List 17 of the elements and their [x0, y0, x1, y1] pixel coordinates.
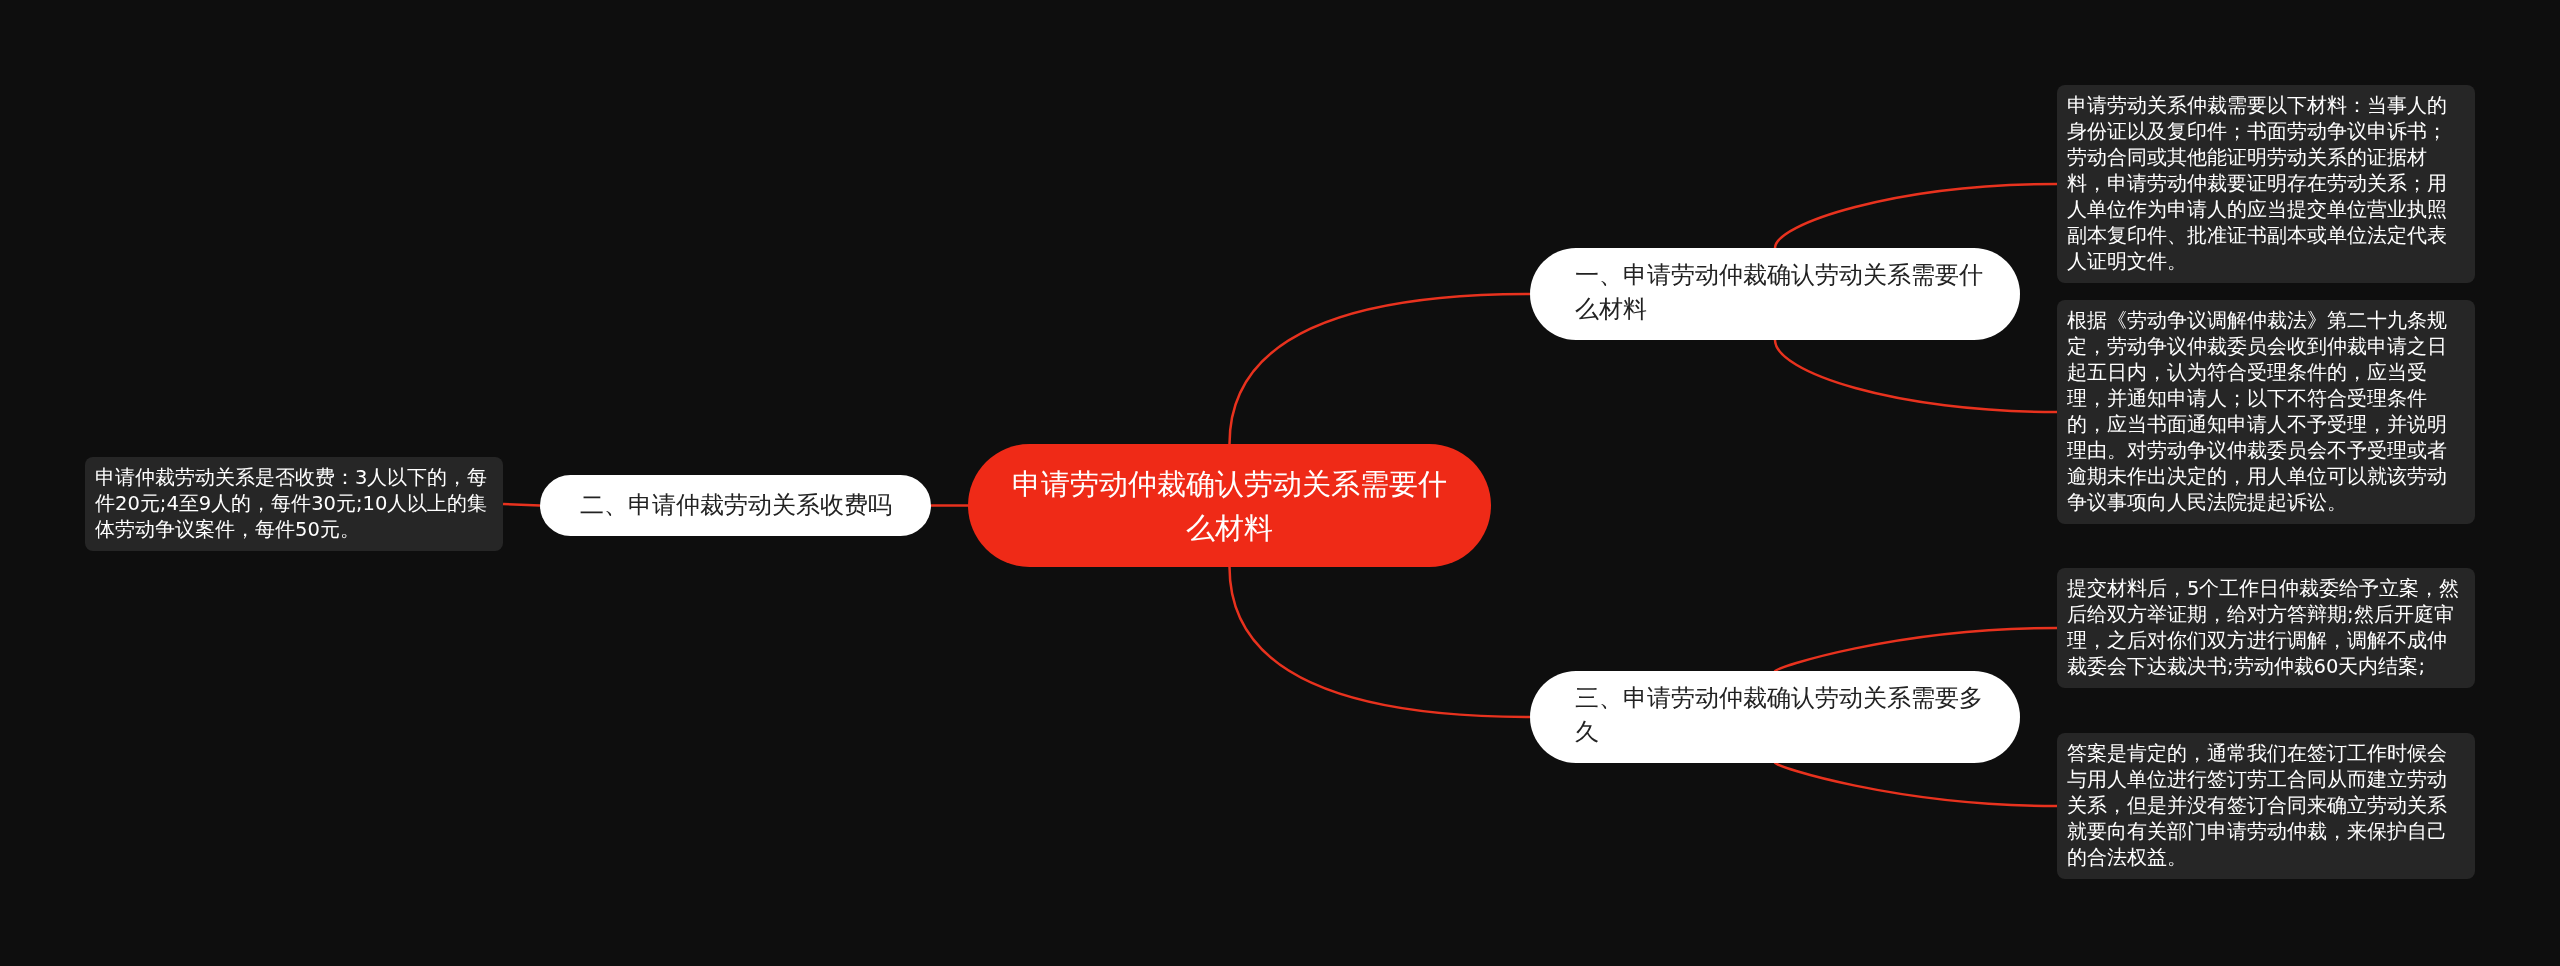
topic-bubble: 二、申请仲裁劳动关系收费吗: [540, 475, 931, 536]
note-card: 申请劳动关系仲裁需要以下材料：当事人的身份证以及复印件；书面劳动争议申诉书；劳动合同或其他能证明劳动关系的证据材料，申请劳动仲裁要证明存在劳动关系；用人单位作为申请人的应当提交单位营业执照副本复印件、批准证书副本或单位法定代表人证明文件。: [2057, 85, 2475, 283]
connector-line: [1773, 339, 2058, 414]
central-topic-bubble: 申请劳动仲裁确认劳动关系需要什么材料: [968, 444, 1491, 567]
note-card: 申请仲裁劳动关系是否收费：3人以下的，每件20元;4至9人的，每件30元;10人以上的集体劳动争议案件，每件50元。: [85, 457, 503, 551]
note-card: 答案是肯定的，通常我们在签订工作时候会与用人单位进行签订劳工合同从而建立劳动关系，但是并没有签订合同来确立劳动关系就要向有关部门申请劳动仲裁，来保护自己的合法权益。: [2057, 733, 2475, 879]
connector-line: [931, 504, 968, 507]
note-card: 提交材料后，5个工作日仲裁委给予立案，然后给双方举证期，给对方答辩期;然后开庭审理，之后对你们双方进行调解，调解不成仲裁委会下达裁决书;劳动仲裁60天内结案;: [2057, 568, 2475, 688]
connector-line: [502, 502, 541, 507]
connector-line: [1228, 566, 1531, 719]
connector-line: [1228, 292, 1531, 445]
note-card: 根据《劳动争议调解仲裁法》第二十九条规定，劳动争议仲裁委员会收到仲裁申请之日起五日内，认为符合受理条件的，应当受理，并通知申请人；以下不符合受理条件的，应当书面通知申请人不予受理，并说明理由。对劳动争议仲裁委员会不予受理或者逾期未作出决定的，用人单位可以就该劳动争议事项向人民法院提起诉讼。: [2057, 300, 2475, 524]
connector-line: [1774, 626, 2058, 673]
topic-bubble: 一、申请劳动仲裁确认劳动关系需要什么材料: [1530, 248, 2020, 340]
connector-line: [1773, 182, 2058, 249]
topic-bubble: 三、申请劳动仲裁确认劳动关系需要多久: [1530, 671, 2020, 763]
connector-line: [1774, 761, 2058, 808]
